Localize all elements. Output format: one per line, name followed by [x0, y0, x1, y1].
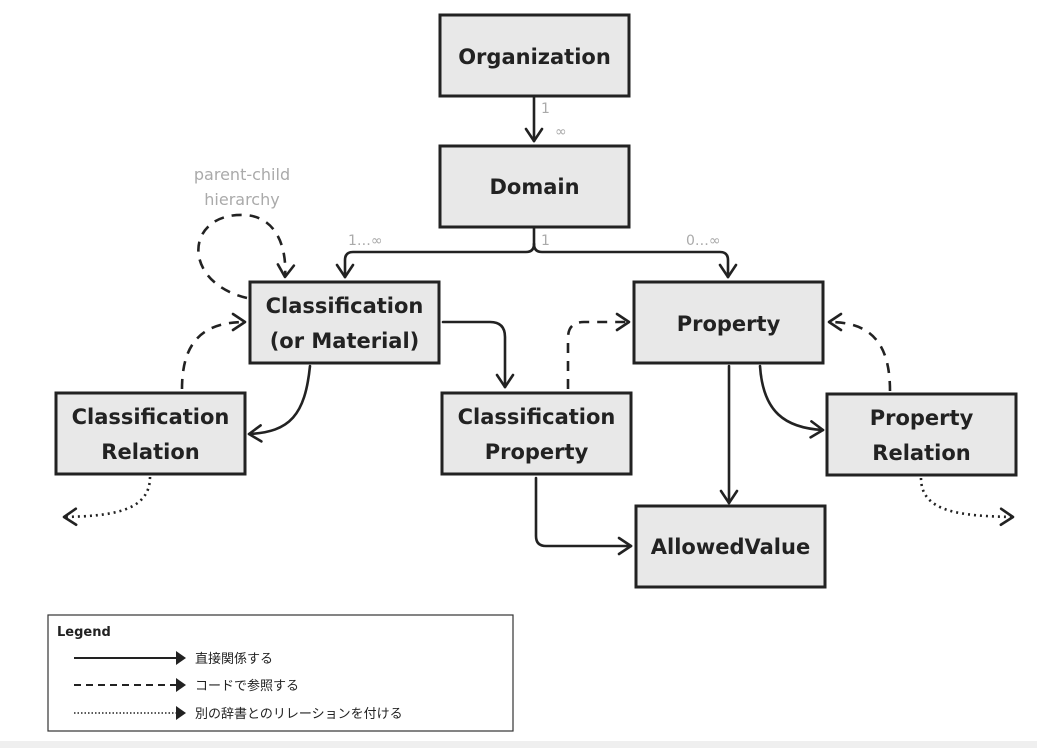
node-property-label: Property	[677, 312, 781, 336]
node-property: Property	[632, 280, 825, 365]
legend-dotted-arrow-icon	[176, 706, 186, 720]
edge-property-propertyrelation	[758, 364, 825, 439]
legend-dashed-arrow-icon	[176, 678, 186, 692]
edge-propertyrelation-external	[919, 477, 1015, 527]
edge-classification-classificationrelation	[247, 364, 312, 443]
node-property-relation-label-line2: Relation	[872, 441, 970, 465]
edge-classificationrelation-classification	[180, 312, 247, 390]
edge-propertyrelation-property	[827, 312, 892, 392]
node-domain: Domain	[438, 144, 631, 229]
multiplicity-classification: 1…∞	[348, 233, 383, 249]
legend-item-solid-label: 直接関係する	[195, 651, 273, 667]
legend-title: Legend	[57, 625, 111, 640]
edge-classificationproperty-allowedvalue	[534, 476, 633, 556]
edge-domain-classification	[335, 242, 536, 279]
node-allowed-value-label: AllowedValue	[651, 535, 810, 559]
node-classification-label-line1: Classification	[266, 294, 424, 318]
multiplicity-organization: 1	[541, 101, 550, 117]
self-loop-annotation-line2: hierarchy	[204, 190, 279, 209]
node-classification-label-line2: (or Material)	[270, 329, 420, 353]
legend-item-dashed-label: コードで参照する	[195, 678, 299, 694]
node-property-relation-label-line1: Property	[870, 406, 974, 430]
edge-classification-classificationproperty	[441, 320, 515, 389]
node-organization-label: Organization	[458, 45, 611, 69]
legend: Legend 直接関係する コードで参照する 別の辞書とのリレーションを付ける	[47, 614, 514, 732]
multiplicity-domain-out: 1	[541, 233, 550, 249]
node-classification: Classification (or Material)	[248, 280, 441, 365]
edge-classification-self-loop	[197, 213, 296, 300]
node-classification-property: Classification Property	[440, 391, 633, 476]
self-loop-annotation-line1: parent-child	[194, 165, 290, 184]
node-classification-property-label-line2: Property	[485, 440, 589, 464]
node-classification-relation-label-line2: Relation	[101, 440, 199, 464]
node-classification-property-label-line1: Classification	[458, 405, 616, 429]
node-classification-relation-label-line1: Classification	[72, 405, 230, 429]
multiplicity-domain-infinity: ∞	[555, 124, 567, 140]
node-property-relation: Property Relation	[825, 392, 1018, 477]
edge-classificationproperty-property	[566, 312, 631, 389]
legend-item-dotted-label: 別の辞書とのリレーションを付ける	[195, 707, 403, 722]
multiplicity-property: 0…∞	[686, 233, 721, 249]
node-allowed-value: AllowedValue	[634, 504, 827, 589]
node-domain-label: Domain	[489, 175, 579, 199]
legend-solid-arrow-icon	[176, 651, 186, 665]
node-organization: Organization	[438, 13, 631, 98]
node-classification-relation: Classification Relation	[54, 391, 247, 476]
bottom-edge-strip	[0, 741, 1037, 748]
edge-domain-property	[532, 242, 738, 279]
edge-classificationrelation-external	[62, 476, 152, 527]
